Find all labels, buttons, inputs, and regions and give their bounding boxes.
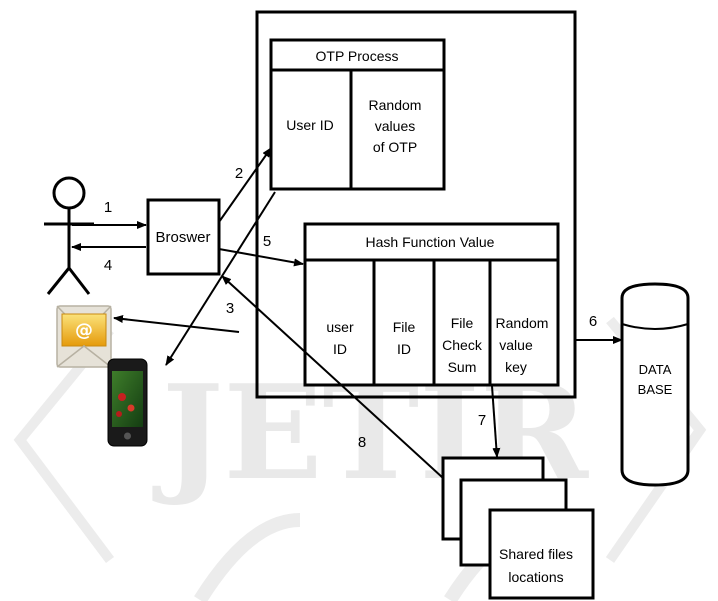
arrow-4-label: 4 [104, 257, 112, 274]
otp-col2-line3: of OTP [373, 139, 417, 155]
arrow-6-label: 6 [589, 313, 597, 330]
hash-col3-line3: Sum [448, 359, 477, 375]
user-stick-figure-icon [44, 178, 94, 294]
hash-col4-line2: value [499, 337, 533, 353]
svg-text:@: @ [75, 320, 93, 341]
email-envelope-icon: @ [57, 306, 111, 367]
shared-files-line1: Shared files [499, 546, 573, 562]
arrow-5-label: 5 [263, 233, 271, 250]
hash-title: Hash Function Value [366, 234, 495, 250]
hash-col2-line1: File [393, 319, 416, 335]
arrow-7-label: 7 [478, 412, 486, 429]
arrow-2-label: 2 [235, 165, 243, 182]
otp-col2-line2: values [375, 118, 415, 134]
shared-files-line2: locations [508, 569, 563, 585]
hash-col1-line2: ID [333, 341, 347, 357]
browser-label: Broswer [155, 229, 210, 246]
arrow-to-email [114, 318, 239, 332]
hash-col3-line2: Check [442, 337, 483, 353]
otp-title: OTP Process [316, 48, 399, 64]
hash-col3-line1: File [451, 315, 474, 331]
arrow-3-label: 3 [226, 300, 234, 317]
hash-col4-line3: key [505, 359, 527, 375]
database-line2: BASE [638, 382, 673, 397]
mobile-phone-icon [108, 359, 147, 446]
otp-col1-line1: User ID [286, 117, 333, 133]
hash-col1-line1: user [326, 319, 354, 335]
hash-col4-line1: Random [496, 315, 549, 331]
database-line1: DATA [639, 362, 672, 377]
arrow-8-label: 8 [358, 434, 366, 451]
hash-col2-line2: ID [397, 341, 411, 357]
otp-col2-line1: Random [369, 97, 422, 113]
arrow-1-label: 1 [104, 199, 112, 216]
